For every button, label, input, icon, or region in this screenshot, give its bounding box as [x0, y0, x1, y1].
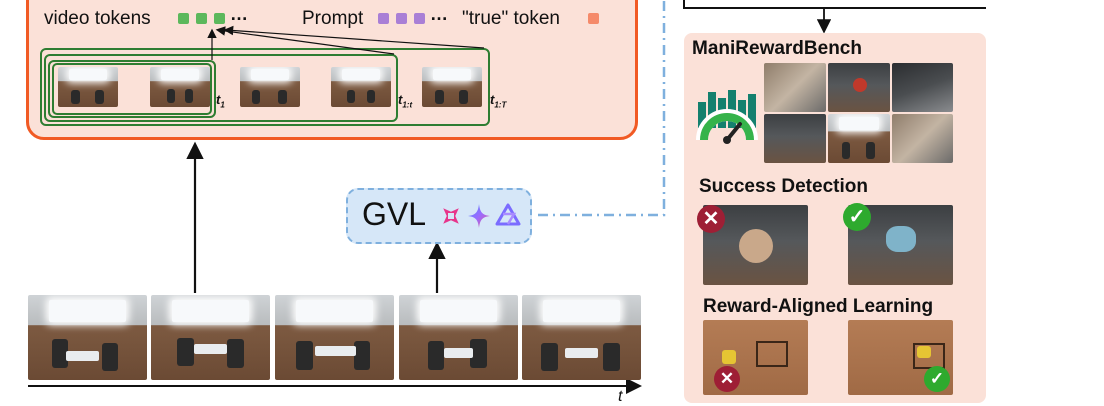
timeline-frame — [522, 295, 641, 380]
bench-image — [764, 63, 826, 112]
gvl-box — [346, 188, 532, 244]
bench-image — [828, 114, 890, 163]
reward-check-icon: ✓ — [924, 366, 950, 392]
prompt-token — [414, 13, 425, 24]
frame-group-inner — [52, 63, 212, 115]
reward-title: Reward-Aligned Learning — [703, 296, 934, 317]
true-token-label: "true" token — [462, 8, 560, 29]
t1-label: t1 — [216, 92, 225, 110]
time-axis-label: t — [618, 388, 623, 405]
token-arrow — [215, 26, 395, 55]
bench-image — [892, 63, 953, 112]
video-frame-thumbnail — [58, 67, 118, 107]
prompt-token — [396, 13, 407, 24]
reward-cross-icon: ✕ — [714, 366, 740, 392]
reward-success-image — [848, 320, 953, 395]
t1T-label: t1:T — [490, 92, 507, 110]
success-title: Success Detection — [699, 176, 868, 197]
video-token — [178, 13, 189, 24]
timeline-frame — [28, 295, 147, 380]
timeline-frame — [151, 295, 270, 380]
token-arrow — [223, 25, 485, 49]
prompt-label: Prompt — [302, 8, 364, 29]
video-token — [196, 13, 207, 24]
frame-group-1 — [48, 60, 216, 118]
success-check-icon: ✓ — [843, 203, 871, 231]
gvl-label: GVL — [362, 196, 427, 232]
bench-image — [892, 114, 953, 163]
timeline-frame — [399, 295, 518, 380]
video-frame-thumbnail — [422, 67, 482, 107]
t1t-label: t1:t — [398, 92, 413, 110]
video-tokens-label: video tokens — [44, 8, 151, 29]
triangle-knot-icon — [495, 203, 521, 226]
prompt-token — [378, 13, 389, 24]
prompt-token-ellipsis: … — [430, 4, 448, 24]
gemini-star-icon — [468, 204, 490, 228]
frame-group-1t — [44, 54, 398, 122]
top-box-edge — [683, 0, 986, 9]
failure-cross-icon: ✕ — [697, 205, 725, 233]
sparkle-x-icon — [443, 208, 459, 224]
gauge-icon — [696, 90, 758, 144]
video-frame-thumbnail — [240, 67, 300, 107]
bench-title: ManiRewardBench — [692, 38, 862, 59]
frame-group-1T — [40, 48, 490, 126]
video-token-ellipsis: … — [230, 4, 248, 24]
true-token — [588, 13, 599, 24]
video-token — [214, 13, 225, 24]
video-frame-thumbnail — [150, 67, 210, 107]
video-frame-thumbnail — [331, 67, 391, 107]
timeline-frame — [275, 295, 394, 380]
bench-image — [828, 63, 890, 112]
bench-image — [764, 114, 826, 163]
gvl-to-bench-connector — [538, 0, 666, 217]
